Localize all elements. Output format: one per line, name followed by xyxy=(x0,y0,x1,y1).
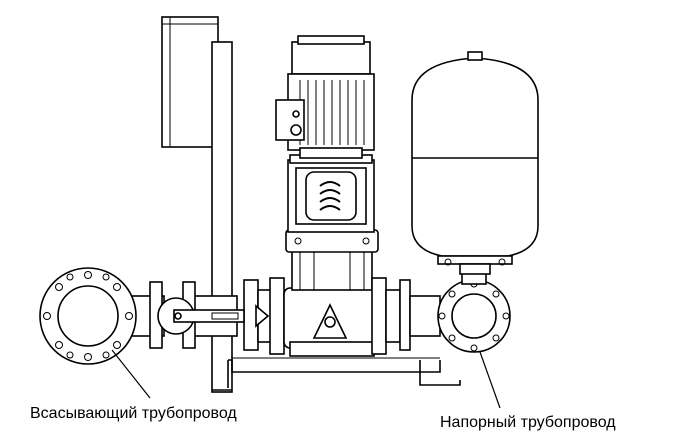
suction-flange xyxy=(39,267,137,365)
pressure-tank xyxy=(411,51,539,275)
pump-motor xyxy=(275,35,375,159)
pump-body xyxy=(283,229,381,357)
discharge-flange xyxy=(437,263,511,353)
suction-leader-line xyxy=(111,349,151,399)
discharge-pipe xyxy=(371,277,441,355)
control-cabinet xyxy=(161,16,219,148)
ball-valve xyxy=(157,297,245,335)
pressure-pipe-label: Напорный трубопровод xyxy=(440,414,616,431)
pump-head xyxy=(287,154,375,233)
pressure-leader-line xyxy=(479,351,501,409)
suction-pipe-label: Всасывающий трубопровод xyxy=(30,405,237,422)
